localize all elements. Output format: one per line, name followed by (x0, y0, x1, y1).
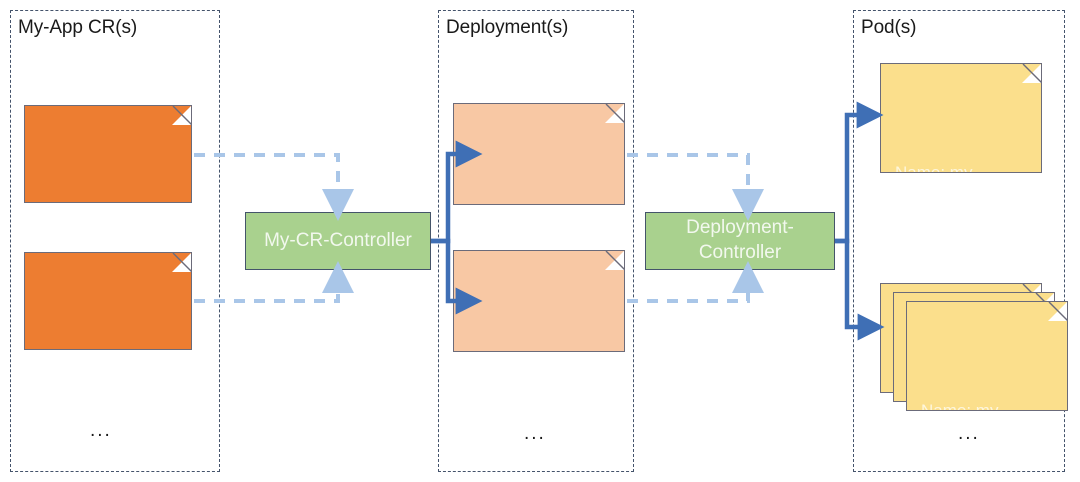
folded-corner-icon (172, 253, 191, 272)
fold-line-icon (605, 104, 624, 123)
folded-corner-icon (605, 251, 624, 270)
pod-group-ellipsis: ... (958, 423, 980, 444)
dashed-arrow-deployment2-to-controller (627, 261, 764, 303)
controller-label: My-CR-Controller (264, 229, 412, 251)
deployment-note-name: Name: my-app1 (468, 202, 624, 204)
deployment-group-ellipsis: ... (524, 423, 546, 444)
controller-label: Deployment-Controller (686, 217, 794, 263)
group-title-pods: Pod(s) (861, 17, 917, 38)
cr-note-my-app2[interactable]: Name: my-app2 Spec: replica: 3 (24, 252, 192, 350)
pod-note-name: Name: my- (921, 401, 1005, 411)
fold-line-icon (172, 106, 191, 125)
deployment-note-my-app1[interactable]: Name: my-app1 Spec: replica: 1 ... (453, 103, 625, 205)
deployment-note-my-app2[interactable]: Name: my-app2 Spec: replica: 3 ... (453, 250, 625, 352)
group-my-app-crs (10, 10, 220, 472)
pod-note-name: Name: my- (895, 163, 979, 173)
group-deployments (438, 10, 634, 472)
fold-line-icon (605, 251, 624, 270)
controller-deployment-controller[interactable]: Deployment-Controller (645, 212, 835, 270)
group-title-my-app-crs: My-App CR(s) (18, 17, 138, 38)
fold-line-icon (1022, 64, 1041, 83)
cr-note-my-app1[interactable]: Name: my-app1 Spec: replica: 1 (24, 105, 192, 203)
controller-my-cr-controller[interactable]: My-CR-Controller (245, 212, 431, 270)
group-title-deployments: Deployment(s) (446, 17, 569, 38)
deployment-note-name: Name: my-app2 (468, 349, 624, 351)
cr-group-ellipsis: ... (90, 420, 112, 441)
fold-line-icon (172, 253, 191, 272)
folded-corner-icon (172, 106, 191, 125)
folded-corner-icon (605, 104, 624, 123)
pod-note-my-app1-pod-1[interactable]: Name: my- app1-pod-1 Spec: ... (880, 63, 1042, 173)
dashed-arrow-deployment1-to-controller (627, 153, 764, 221)
fold-line-icon (1048, 302, 1067, 321)
folded-corner-icon (1022, 64, 1041, 83)
pod-note-my-app2-pod-3[interactable]: Name: my- app2-pod-3 Spec: ... (906, 301, 1068, 411)
folded-corner-icon (1048, 302, 1067, 321)
